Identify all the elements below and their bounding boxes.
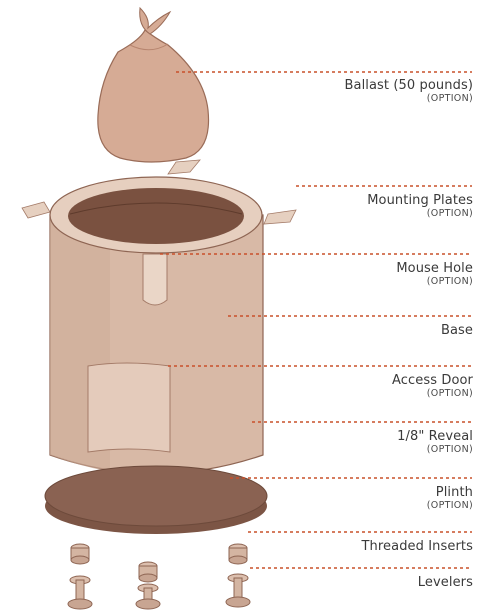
label-plinth-name: Plinth	[427, 486, 473, 501]
levelers	[68, 574, 250, 609]
label-threaded-inserts-name: Threaded Inserts	[362, 540, 474, 555]
label-reveal-option: (OPTION)	[397, 445, 473, 456]
label-base-name: Base	[441, 324, 473, 339]
label-plinth: Plinth (OPTION)	[427, 486, 473, 512]
label-mounting-plates-name: Mounting Plates	[367, 194, 473, 209]
mouse-hole	[143, 254, 167, 305]
label-access-door-option: (OPTION)	[392, 389, 473, 400]
label-reveal: 1/8" Reveal (OPTION)	[397, 430, 473, 456]
label-threaded-inserts: Threaded Inserts	[362, 540, 474, 555]
label-mouse-hole-name: Mouse Hole	[396, 262, 473, 277]
access-door	[88, 363, 170, 452]
label-access-door-name: Access Door	[392, 374, 473, 389]
label-mounting-plates: Mounting Plates (OPTION)	[367, 194, 473, 220]
label-mouse-hole-option: (OPTION)	[396, 277, 473, 288]
label-mounting-plates-option: (OPTION)	[367, 209, 473, 220]
label-access-door: Access Door (OPTION)	[392, 374, 473, 400]
label-ballast-name: Ballast (50 pounds)	[344, 79, 473, 94]
label-reveal-name: 1/8" Reveal	[397, 430, 473, 445]
plinth	[45, 466, 267, 534]
label-ballast-option: (OPTION)	[344, 94, 473, 105]
label-base: Base	[441, 324, 473, 339]
label-levelers: Levelers	[418, 576, 473, 591]
ballast-bag	[98, 8, 209, 162]
label-ballast: Ballast (50 pounds) (OPTION)	[344, 79, 473, 105]
label-levelers-name: Levelers	[418, 576, 473, 591]
threaded-inserts	[71, 544, 247, 582]
label-mouse-hole: Mouse Hole (OPTION)	[396, 262, 473, 288]
label-plinth-option: (OPTION)	[427, 501, 473, 512]
